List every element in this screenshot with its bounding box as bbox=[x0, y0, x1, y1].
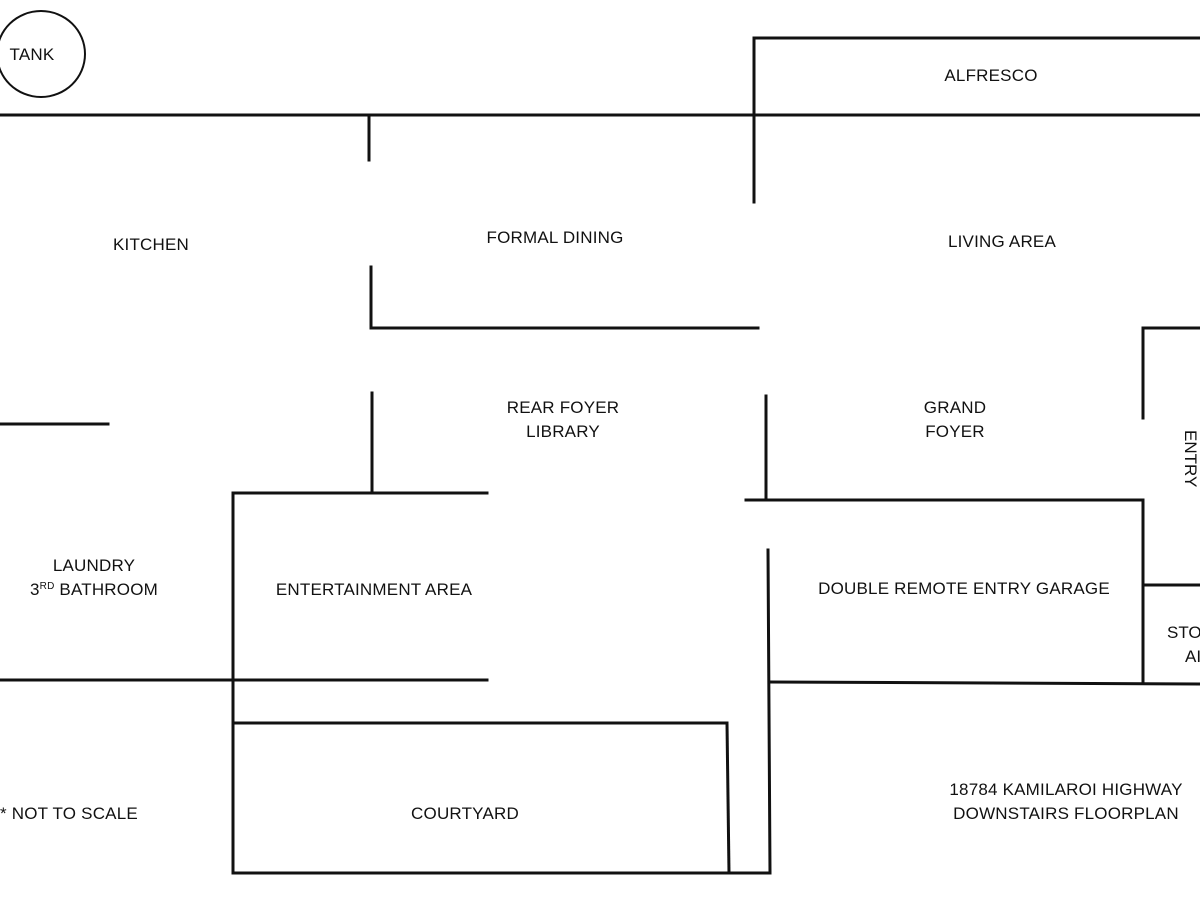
bathroom-ordinal: RD bbox=[39, 581, 55, 592]
bathroom-word: BATHROOM bbox=[54, 580, 158, 599]
room-label-laundry-bathroom: LAUNDRY 3RD BATHROOM bbox=[30, 554, 158, 602]
tank-outline bbox=[0, 10, 86, 98]
room-label-tank: TANK bbox=[9, 45, 55, 64]
store-line2: AI bbox=[1185, 647, 1200, 666]
grand-foyer-line1: GRAND bbox=[923, 398, 987, 417]
room-label-courtyard: COURTYARD bbox=[411, 804, 519, 823]
wall-garage-left bbox=[766, 548, 772, 875]
plan-caption: 18784 KAMILAROI HIGHWAY DOWNSTAIRS FLOOR… bbox=[949, 778, 1182, 826]
bathroom-line2: 3RD BATHROOM bbox=[30, 578, 158, 602]
address-line: 18784 KAMILAROI HIGHWAY bbox=[949, 780, 1183, 799]
room-label-living-area: LIVING AREA bbox=[947, 232, 1057, 251]
rear-foyer-line2: LIBRARY bbox=[526, 422, 600, 441]
plan-title-line: DOWNSTAIRS FLOORPLAN bbox=[953, 804, 1179, 823]
laundry-line1: LAUNDRY bbox=[52, 556, 136, 575]
rear-foyer-line1: REAR FOYER bbox=[506, 398, 620, 417]
room-label-kitchen: KITCHEN bbox=[112, 235, 190, 254]
room-label-garage: DOUBLE REMOTE ENTRY GARAGE bbox=[818, 579, 1110, 598]
grand-foyer-line2: FOYER bbox=[925, 422, 985, 441]
store-line1: STO bbox=[1167, 623, 1200, 642]
room-label-rear-foyer-library: REAR FOYER LIBRARY bbox=[507, 396, 620, 444]
room-label-grand-foyer: GRAND FOYER bbox=[924, 396, 986, 444]
wall-garage-bottom bbox=[768, 680, 1200, 686]
scale-note: * NOT TO SCALE bbox=[0, 804, 138, 823]
room-label-entertainment-area: ENTERTAINMENT AREA bbox=[275, 580, 473, 599]
room-label-alfresco: ALFRESCO bbox=[944, 66, 1038, 85]
wall-courtyard-right bbox=[725, 721, 731, 875]
room-label-formal-dining: FORMAL DINING bbox=[486, 228, 624, 247]
room-label-store: STO AI bbox=[1167, 621, 1200, 671]
room-label-entry: ENTRY bbox=[1181, 430, 1200, 488]
bathroom-number: 3 bbox=[30, 580, 40, 599]
